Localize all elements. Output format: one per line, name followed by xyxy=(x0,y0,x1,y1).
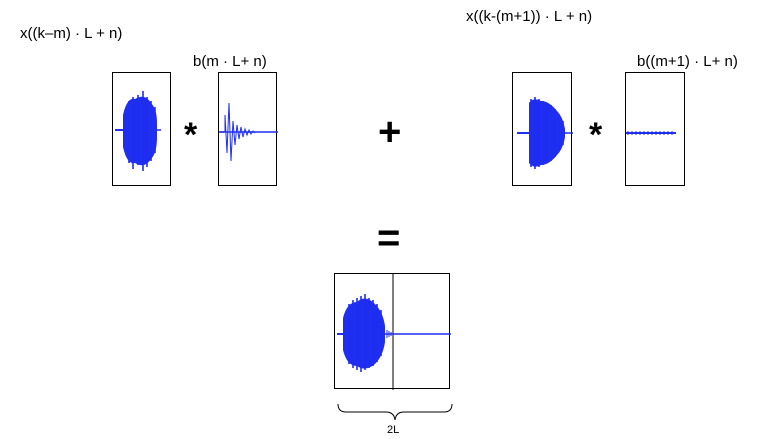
plus-operator: + xyxy=(378,110,402,154)
waveform-x-right xyxy=(517,97,573,169)
waveform-x-left xyxy=(115,91,161,171)
waveform-b-right xyxy=(626,131,676,135)
convolve-operator-left: * xyxy=(184,116,198,154)
signal-frame-b-right xyxy=(625,72,685,186)
label-b-right: b((m+1) · L+ n) xyxy=(637,53,738,70)
result-frame xyxy=(334,273,451,390)
brace-label: 2L xyxy=(387,424,400,436)
signal-frame-b-left xyxy=(218,72,278,186)
label-x-right: x((k-(m+1)) · L + n) xyxy=(466,8,593,25)
signal-frame-x-right xyxy=(512,72,573,186)
waveform-result xyxy=(337,274,451,390)
equals-operator: = xyxy=(377,216,401,260)
brace-2l xyxy=(337,403,453,421)
waveform-b-left xyxy=(219,102,278,162)
signal-frame-x-left xyxy=(112,72,171,186)
convolve-operator-right: * xyxy=(589,116,603,154)
label-x-left: x((k–m) · L + n) xyxy=(20,25,123,42)
label-b-left: b(m · L+ n) xyxy=(193,53,267,70)
